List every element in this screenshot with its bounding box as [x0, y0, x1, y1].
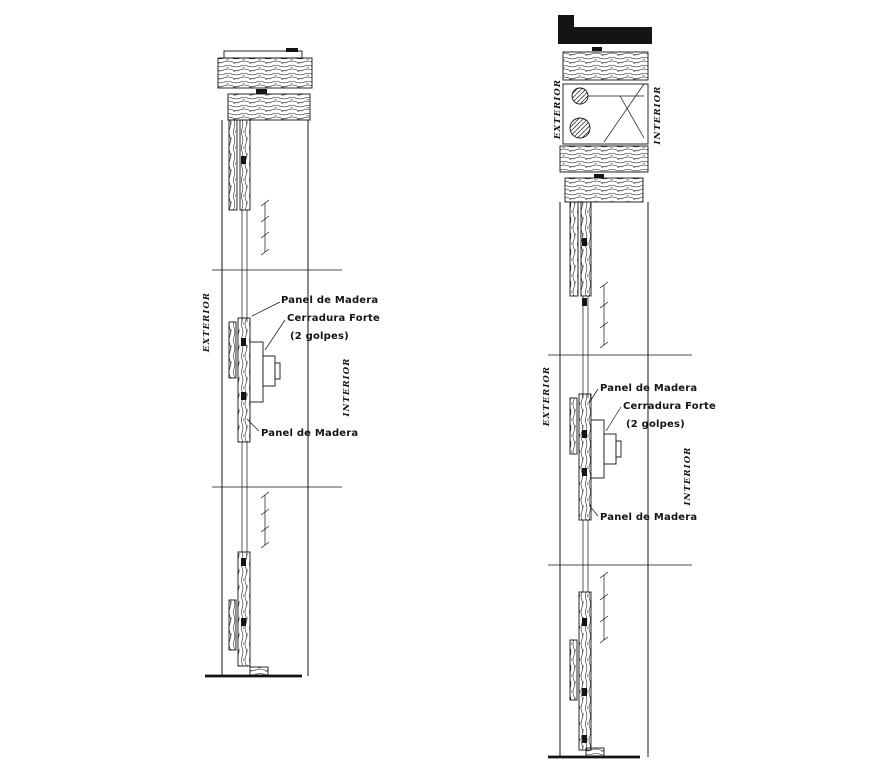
- right-dimension-chains: [599, 281, 609, 644]
- right-label-panel-top: Panel de Madera: [600, 383, 697, 394]
- left-head-wood-block-2: [227, 93, 311, 121]
- right-door-leaf: [569, 201, 592, 751]
- right-interior-label: INTERIOR: [683, 447, 693, 507]
- right-frame-lines: [548, 202, 692, 757]
- right-lock-assembly: [590, 419, 622, 479]
- left-dimension-chains: [260, 199, 270, 549]
- left-head-wood-block: [217, 57, 313, 89]
- right-label-lock-2: (2 golpes): [626, 419, 685, 430]
- right-head-wood-block: [562, 51, 649, 81]
- left-door-leaf: [228, 119, 251, 667]
- right-section-circle-large: [569, 117, 591, 139]
- left-label-lock-1: Cerradura Forte: [287, 313, 380, 324]
- right-exterior-label: EXTERIOR: [542, 366, 552, 427]
- left-lock-assembly: [249, 341, 281, 403]
- left-door-section: Panel de Madera Cerradura Forte (2 golpe…: [202, 48, 380, 678]
- right-head-wood-block-3: [564, 177, 644, 203]
- left-label-panel-bottom: Panel de Madera: [261, 428, 358, 439]
- left-fastener-marks: [241, 156, 246, 626]
- right-leader-lines: [588, 388, 622, 517]
- left-head-mark: [286, 48, 298, 52]
- right-interior-top-label: INTERIOR: [653, 86, 663, 146]
- right-head-assembly: [558, 15, 652, 203]
- left-frame-lines: [212, 120, 342, 676]
- right-exterior-top-label: EXTERIOR: [553, 79, 563, 140]
- right-door-section: Panel de Madera Cerradura Forte (2 golpe…: [542, 15, 716, 759]
- right-sill: [548, 747, 640, 759]
- right-label-panel-bottom: Panel de Madera: [600, 512, 697, 523]
- left-exterior-label: EXTERIOR: [202, 292, 212, 353]
- right-fastener-marks: [582, 238, 587, 743]
- left-leader-lines: [246, 301, 286, 432]
- right-lintel-solid: [558, 15, 652, 44]
- right-section-circle-small: [571, 87, 589, 105]
- right-label-lock-1: Cerradura Forte: [623, 401, 716, 412]
- right-head-wood-block-2: [559, 145, 649, 173]
- left-head-assembly: [217, 48, 313, 121]
- left-label-lock-2: (2 golpes): [290, 331, 349, 342]
- left-sill: [205, 666, 302, 678]
- left-label-panel-top: Panel de Madera: [281, 295, 378, 306]
- left-interior-label: INTERIOR: [342, 358, 352, 418]
